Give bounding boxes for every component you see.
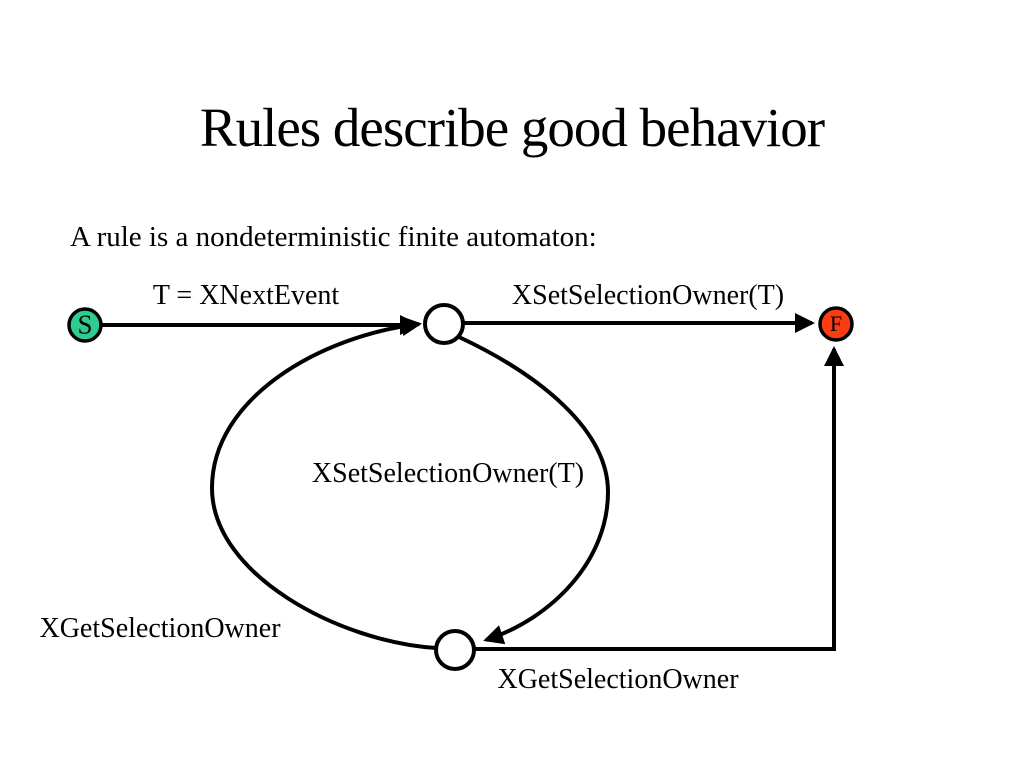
edge-label-xsetselectionowner-top: XSetSelectionOwner(T) bbox=[511, 280, 785, 311]
edge-label-t-xnextevent: T = XNextEvent bbox=[152, 280, 340, 311]
slide-title: Rules describe good behavior bbox=[199, 97, 825, 158]
edge-label-xgetselectionowner-left: XGetSelectionOwner bbox=[39, 613, 281, 644]
edge-label-xsetselectionowner-center: XSetSelectionOwner(T) bbox=[311, 458, 585, 489]
edge-q1-to-q2-curve bbox=[458, 335, 611, 645]
edge-q2-to-f bbox=[474, 346, 844, 651]
edge-q2-to-q1-curve bbox=[209, 316, 437, 650]
slide-subtitle: A rule is a nondeterministic finite auto… bbox=[70, 221, 597, 253]
final-node-label: F bbox=[829, 311, 843, 337]
state-node-bottom bbox=[434, 629, 476, 671]
start-node-label: S bbox=[77, 309, 93, 340]
edge-label-xgetselectionowner-bottom: XGetSelectionOwner bbox=[497, 664, 739, 695]
final-node bbox=[818, 306, 854, 342]
state-node-top bbox=[423, 303, 465, 345]
start-node bbox=[67, 307, 103, 343]
